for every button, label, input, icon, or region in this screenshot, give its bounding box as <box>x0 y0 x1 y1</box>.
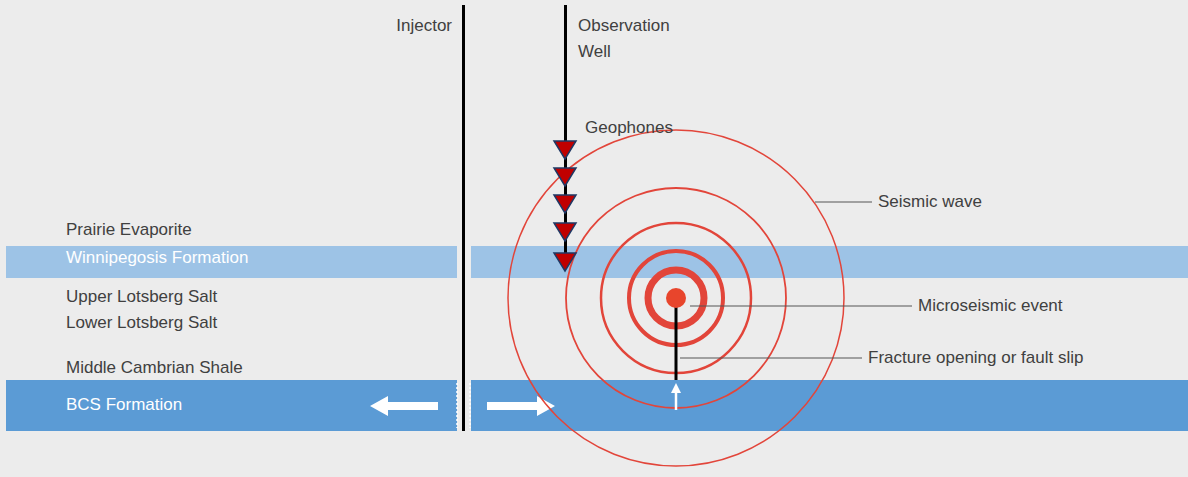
injection-arrow <box>487 396 555 416</box>
injection-arrow <box>370 396 438 416</box>
callout-label: Geophones <box>585 115 673 141</box>
fracture-arrow <box>671 383 681 393</box>
perforation <box>456 383 458 428</box>
well-label: Observation Well <box>578 13 678 65</box>
microseismic-event <box>666 288 686 308</box>
injector-well <box>462 5 465 431</box>
formation-name: Prairie Evaporite <box>66 217 192 243</box>
formation-name: BCS Formation <box>66 395 182 415</box>
formation-name: Upper Lotsberg Salt <box>66 284 217 310</box>
well-label: Injector <box>396 13 452 39</box>
formation-name: Lower Lotsberg Salt <box>66 310 217 336</box>
formation-band <box>471 380 1188 431</box>
formation-band <box>6 246 457 278</box>
leader-line <box>815 201 872 202</box>
leader-line <box>680 357 862 358</box>
fracture-arrow <box>675 392 678 410</box>
formation-band: BCS Formation <box>6 380 1188 431</box>
formation-name: Middle Cambrian Shale <box>66 355 243 381</box>
leader-line <box>690 305 912 306</box>
callout-label: Microseismic event <box>918 293 1063 319</box>
callout-label: Fracture opening or fault slip <box>868 345 1083 371</box>
geophone <box>554 141 576 271</box>
formation-band <box>471 246 1188 278</box>
formation-name: Winnipegosis Formation <box>66 248 248 268</box>
formation-band <box>6 380 457 431</box>
fracture-line <box>675 305 678 380</box>
seismic-wave <box>508 130 844 466</box>
formation-band: Winnipegosis Formation <box>6 246 1188 278</box>
callout-label: Seismic wave <box>878 189 982 215</box>
perforation <box>469 383 471 428</box>
